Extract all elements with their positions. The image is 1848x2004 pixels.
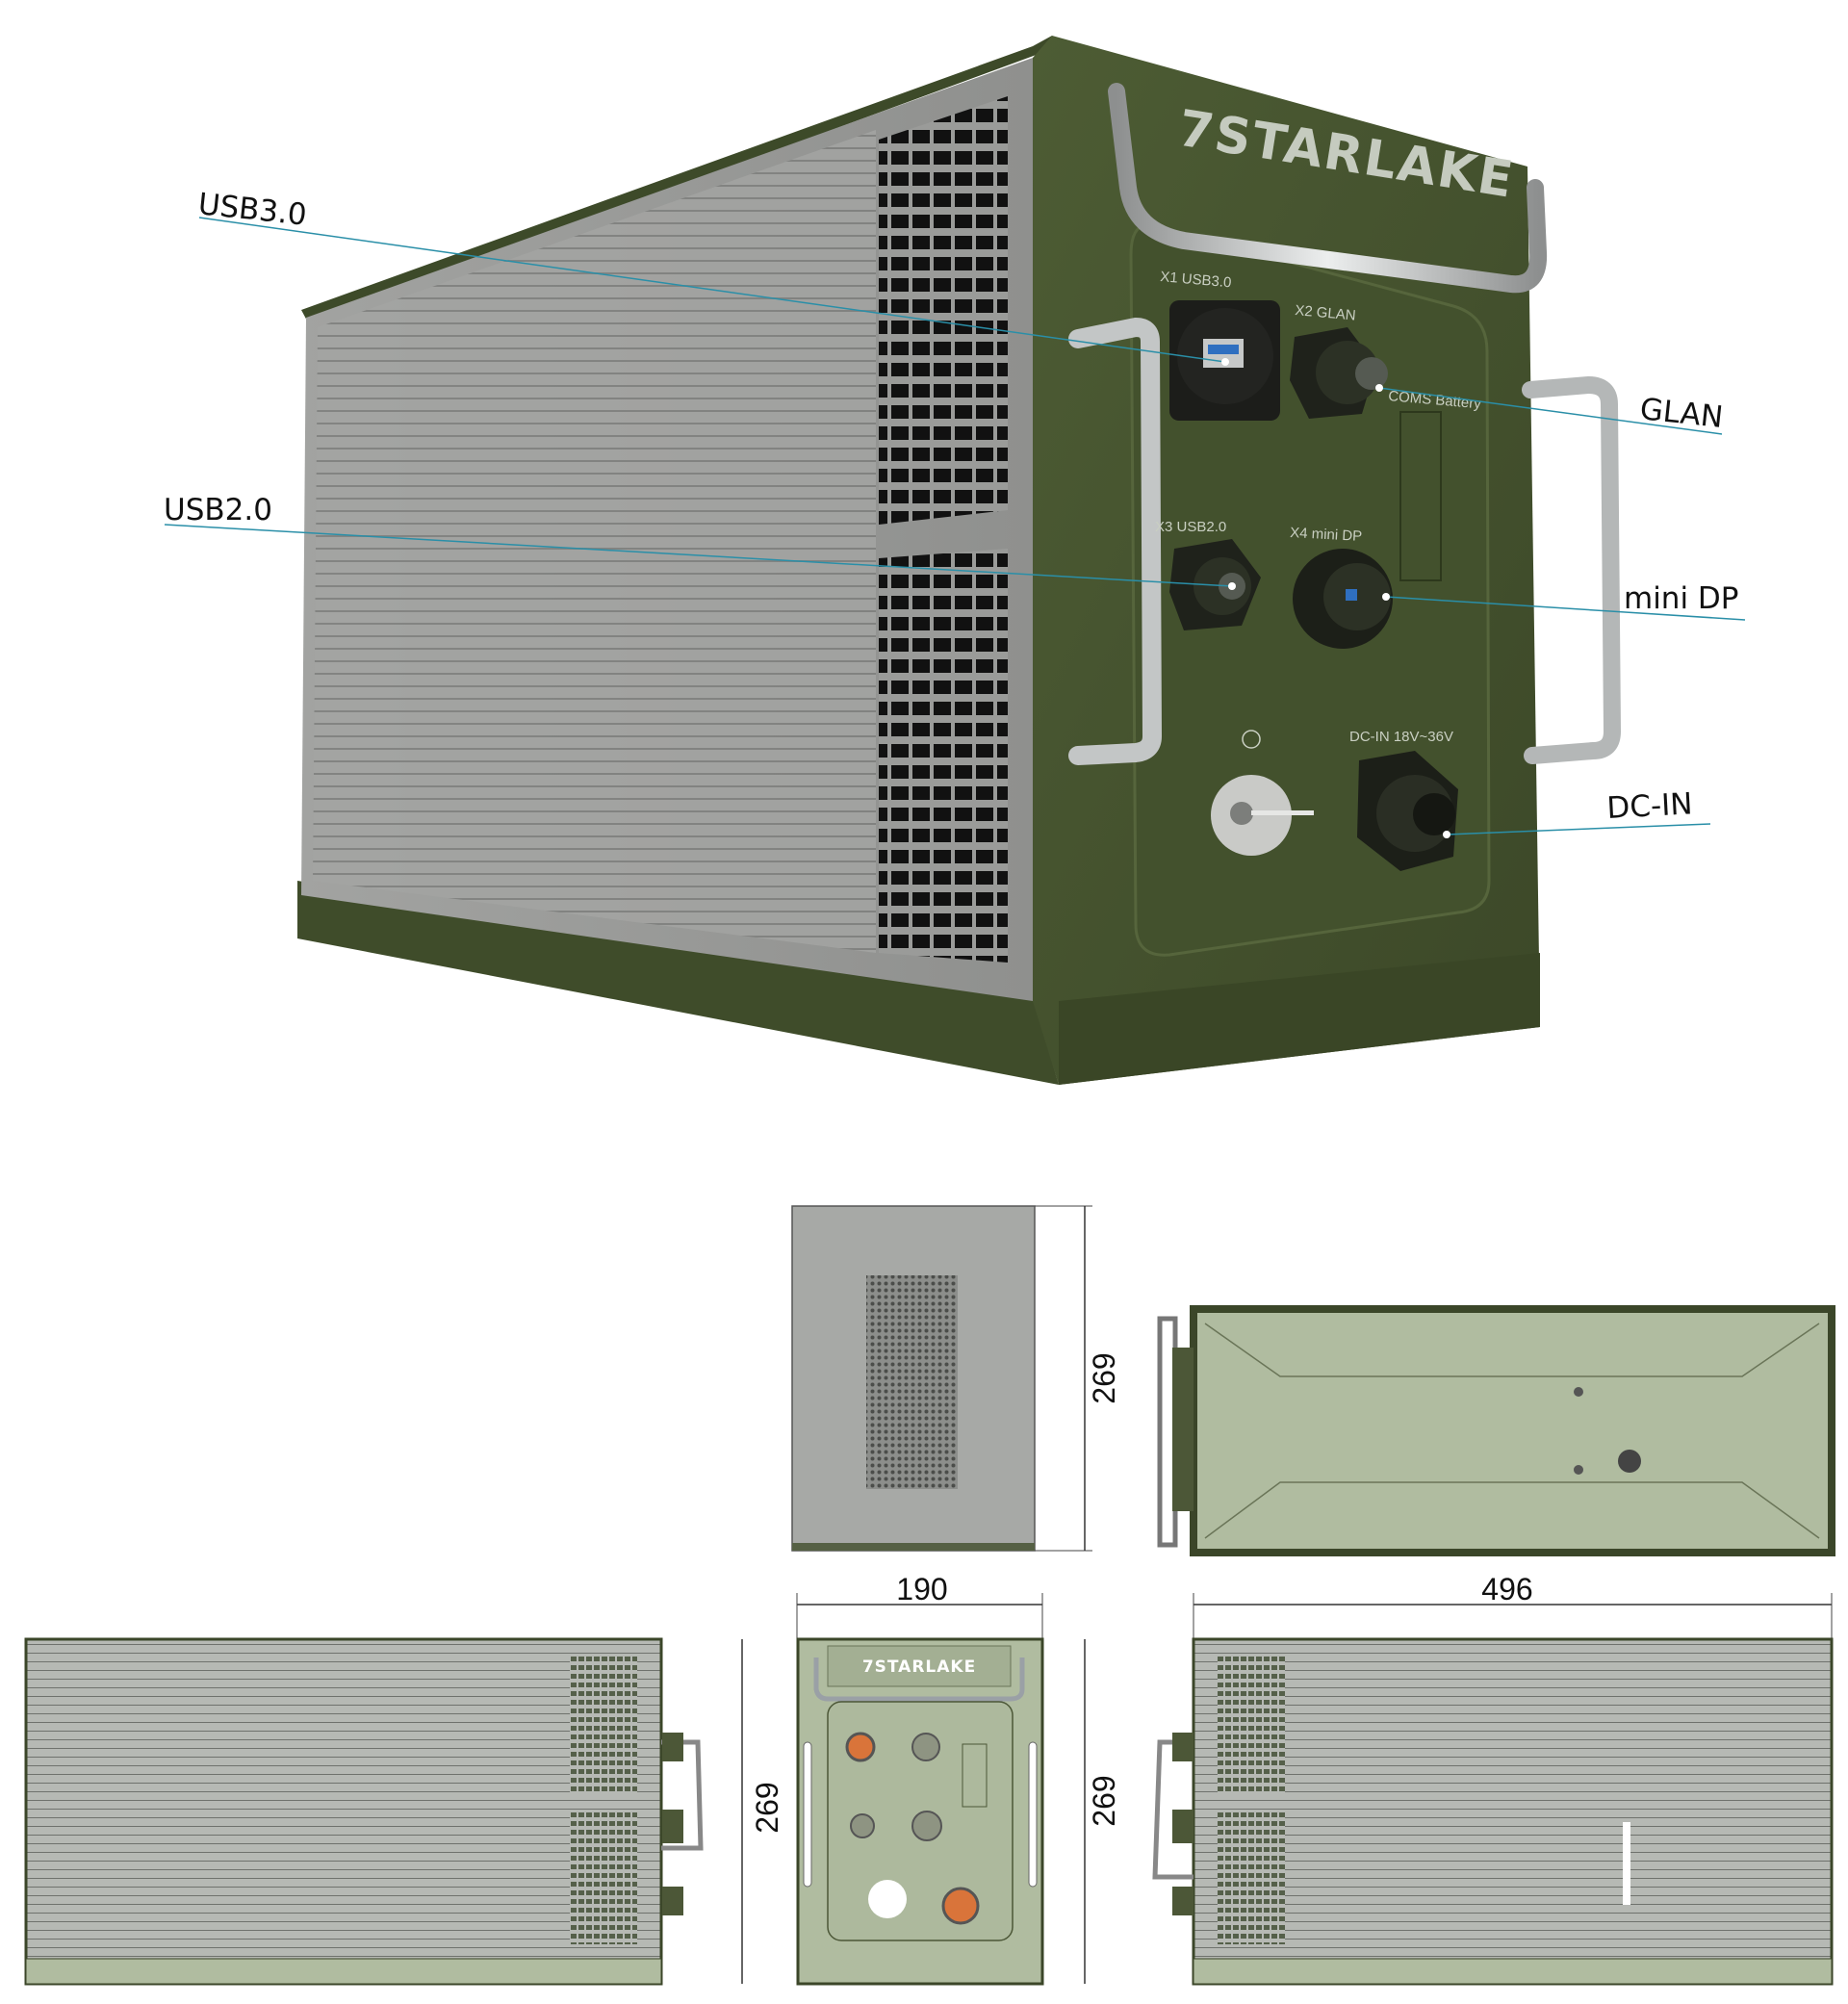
- dimension-front-width: 190: [796, 1572, 1043, 1639]
- battery-cover: [1399, 411, 1442, 581]
- front-view: 7STARLAKE 269: [796, 1637, 1121, 1986]
- callout-dots: [1221, 358, 1450, 838]
- panel-label-x3: X3 USB2.0: [1155, 519, 1226, 535]
- front-view-brand: 7STARLAKE: [862, 1657, 976, 1677]
- panel-label-x4: X4 mini DP: [1290, 525, 1363, 545]
- chassis-top-edge: [301, 36, 1052, 322]
- front-face-bottom: [1059, 953, 1540, 1085]
- callout-minidp: mini DP: [1624, 581, 1739, 616]
- minidp-connector: [1293, 549, 1393, 649]
- left-side-view: 269: [24, 1637, 784, 1986]
- callout-line-glan: [1378, 387, 1723, 435]
- product-render: 7STARLAKE X1 USB3.0 X2 GLAN X3 USB2.0 X4…: [164, 36, 1746, 1085]
- callout-usb30: USB3.0: [196, 187, 308, 233]
- side-fins: [313, 130, 876, 953]
- dim-top-length: 496: [1481, 1572, 1532, 1606]
- right-handle: [1522, 375, 1622, 764]
- callout-line-usb30: [198, 217, 1226, 363]
- ground-icon: [1242, 730, 1261, 749]
- dim-rear-height: 269: [1087, 1352, 1121, 1403]
- dcin-connector: [1357, 751, 1458, 871]
- dim-front-width: 190: [896, 1572, 947, 1606]
- ground-terminal: [1211, 730, 1314, 856]
- dimension-top-length: 496: [1193, 1572, 1833, 1639]
- right-side-view: [1152, 1637, 1834, 1986]
- callout-dcin: DC-IN: [1606, 786, 1694, 826]
- rear-view: 269: [791, 1205, 1121, 1552]
- panel-label-x2: X2 GLAN: [1295, 302, 1357, 323]
- callout-line-dcin: [1446, 823, 1711, 835]
- top-handle: [1108, 83, 1548, 294]
- left-handle: [1068, 317, 1163, 765]
- panel-label-x1: X1 USB3.0: [1160, 269, 1232, 291]
- vent-grille-lower: [879, 549, 1008, 963]
- callout-line-usb20: [164, 524, 1233, 587]
- dim-left-height: 269: [750, 1782, 784, 1833]
- callout-usb20: USB2.0: [164, 493, 272, 527]
- callout-lines: [164, 217, 1746, 835]
- vent-grille-upper: [879, 96, 1008, 525]
- callout-glan: GLAN: [1638, 392, 1725, 435]
- glan-connector: [1290, 327, 1388, 419]
- panel-label-dc: DC-IN 18V~36V: [1349, 729, 1453, 745]
- top-view: [1157, 1305, 1835, 1556]
- callout-line-minidp: [1385, 596, 1746, 621]
- chassis-bottom-strip: [297, 881, 1059, 1085]
- dim-front-height: 269: [1087, 1775, 1121, 1826]
